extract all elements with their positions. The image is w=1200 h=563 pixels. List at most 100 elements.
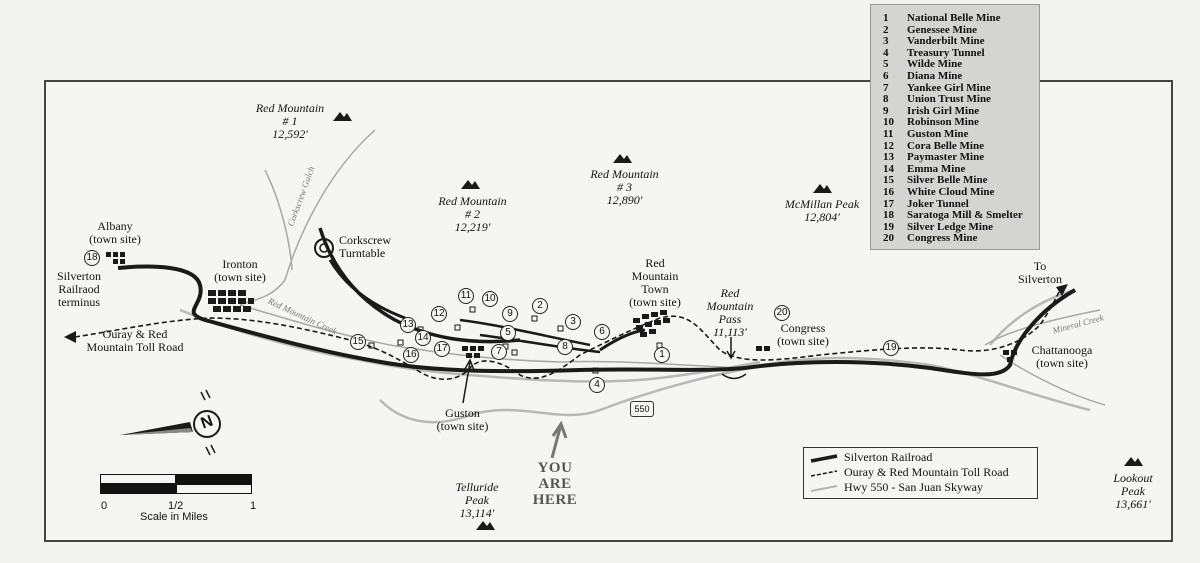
mine-legend-number: 13	[883, 151, 894, 164]
mine-marker-19[interactable]: 19	[883, 340, 899, 356]
mine-marker-10[interactable]: 10	[482, 291, 498, 307]
mine-marker-16[interactable]: 16	[403, 347, 419, 363]
mine-legend-number: 20	[883, 232, 894, 245]
peak-name: Red Mountain	[255, 101, 325, 115]
pass-bracket	[721, 373, 747, 380]
mine-legend-number: 17	[883, 197, 894, 210]
town-name-line2: Mountain	[631, 269, 679, 283]
mine-legend-name: Congress Mine	[907, 232, 978, 245]
peak-elevation: 12,592′	[272, 127, 308, 141]
town-sub: (town site)	[629, 295, 681, 309]
corkscrew-gulch-creek	[239, 129, 376, 306]
mine-marker-9[interactable]: 9	[502, 306, 518, 322]
mine-marker-1[interactable]: 1	[654, 347, 670, 363]
mine-marker-8[interactable]: 8	[557, 339, 573, 355]
mine-marker-12[interactable]: 12	[431, 306, 447, 322]
peak-number: # 2	[465, 207, 480, 221]
town-albany: Albany (town site)	[80, 220, 150, 246]
place-line: Silverton	[1018, 272, 1062, 286]
town-icon-congress	[756, 346, 770, 351]
peak-name: Lookout	[1113, 471, 1153, 485]
railroad-line	[117, 264, 1076, 377]
peak-name: Red Mountain	[590, 167, 659, 181]
railroad-spur-mines	[459, 318, 601, 354]
mine-legend-name: Emma Mine	[907, 162, 966, 175]
legend-highway-label: Hwy 550 - San Juan Skyway	[844, 480, 983, 494]
mine-legend-number: 8	[883, 93, 889, 106]
toll-road-arrow-east	[1056, 284, 1068, 296]
mine-legend-name: Saratoga Mill & Smelter	[907, 209, 1023, 222]
mine-legend-row: 13 Paymaster Mine	[883, 152, 1033, 164]
mine-marker-17[interactable]: 17	[434, 341, 450, 357]
mine-marker-4[interactable]: 4	[589, 377, 605, 393]
place-line: Corkscrew	[339, 233, 391, 247]
mine-marker-18[interactable]: 18	[84, 250, 100, 266]
scale-segment	[176, 474, 252, 484]
railroad-spur-corkscrew-2	[328, 259, 406, 320]
peak-number: # 1	[282, 114, 298, 128]
mine-marker-14[interactable]: 14	[415, 330, 431, 346]
mine-marker-13[interactable]: 13	[400, 317, 416, 333]
peak-name: McMillan Peak	[784, 197, 860, 211]
town-name: Red	[645, 256, 665, 270]
peak-elevation: 12,890′	[606, 193, 643, 207]
legend-highway-row: Hwy 550 - San Juan Skyway	[810, 480, 1031, 495]
town-name-line3: Town	[641, 282, 669, 296]
toll-road-line	[74, 289, 1061, 380]
pass-arrow	[726, 337, 736, 360]
mine-marker-11[interactable]: 11	[458, 288, 474, 304]
mine-marker-20[interactable]: 20	[774, 305, 790, 321]
toll-road-line-icon	[810, 469, 838, 477]
mine-legend-name: Diana Mine	[907, 69, 963, 82]
mine-legend-name: Joker Tunnel	[907, 197, 969, 210]
town-sub: (town site)	[214, 270, 266, 284]
corkscrew-turntable-icon-inner	[319, 243, 329, 253]
peak-icon-telluride	[476, 521, 495, 530]
to-silverton-label: To Silverton	[1010, 260, 1070, 286]
town-guston: Guston (town site)	[425, 407, 500, 433]
peak-telluride: Telluride Peak 13,114′	[442, 481, 512, 520]
town-name: Ironton	[222, 257, 258, 271]
mine-marker-15[interactable]: 15	[350, 334, 366, 350]
mine-legend-name: Paymaster Mine	[907, 151, 985, 164]
pass-name: Red	[720, 286, 740, 300]
scale-caption: Scale in Miles	[140, 511, 208, 523]
town-sub: (town site)	[1036, 356, 1088, 370]
town-name: Guston	[445, 406, 480, 420]
mine-legend-number: 10	[883, 116, 894, 129]
place-line: Turntable	[339, 246, 386, 260]
mine-marker-2[interactable]: 2	[532, 298, 548, 314]
mine-marker-5[interactable]: 5	[500, 325, 516, 341]
mine-legend-name: Union Trust Mine	[907, 93, 991, 106]
mine-marker-6[interactable]: 6	[594, 324, 610, 340]
mine-marker-3[interactable]: 3	[565, 314, 581, 330]
mine-legend-row: 8 Union Trust Mine	[883, 94, 1033, 106]
peak-red-mountain-1: Red Mountain # 1 12,592′	[245, 102, 335, 141]
you-are-here-line: HERE	[532, 492, 578, 508]
place-line: Ouray & Red	[102, 327, 168, 341]
town-congress: Congress (town site)	[768, 322, 838, 348]
mine-legend-number: 9	[883, 104, 889, 117]
peak-elevation: 12,219′	[454, 220, 491, 234]
guston-arrow	[462, 358, 475, 404]
mine-legend-name: Yankee Girl Mine	[907, 81, 991, 94]
red-mountain-pass: Red Mountain Pass 11,113′	[700, 287, 760, 339]
you-are-here-line: YOU	[537, 460, 573, 476]
mine-legend-name: Genessee Mine	[907, 23, 977, 36]
mine-marker-7[interactable]: 7	[491, 344, 507, 360]
peak-red-mountain-3: Red Mountain # 3 12,890′	[577, 168, 672, 207]
mine-legend-number: 4	[883, 46, 889, 59]
ouray-toll-road-label: Ouray & Red Mountain Toll Road	[70, 328, 200, 354]
toll-road-arrow-west	[64, 331, 76, 343]
peak-icon-rm1	[333, 112, 352, 121]
